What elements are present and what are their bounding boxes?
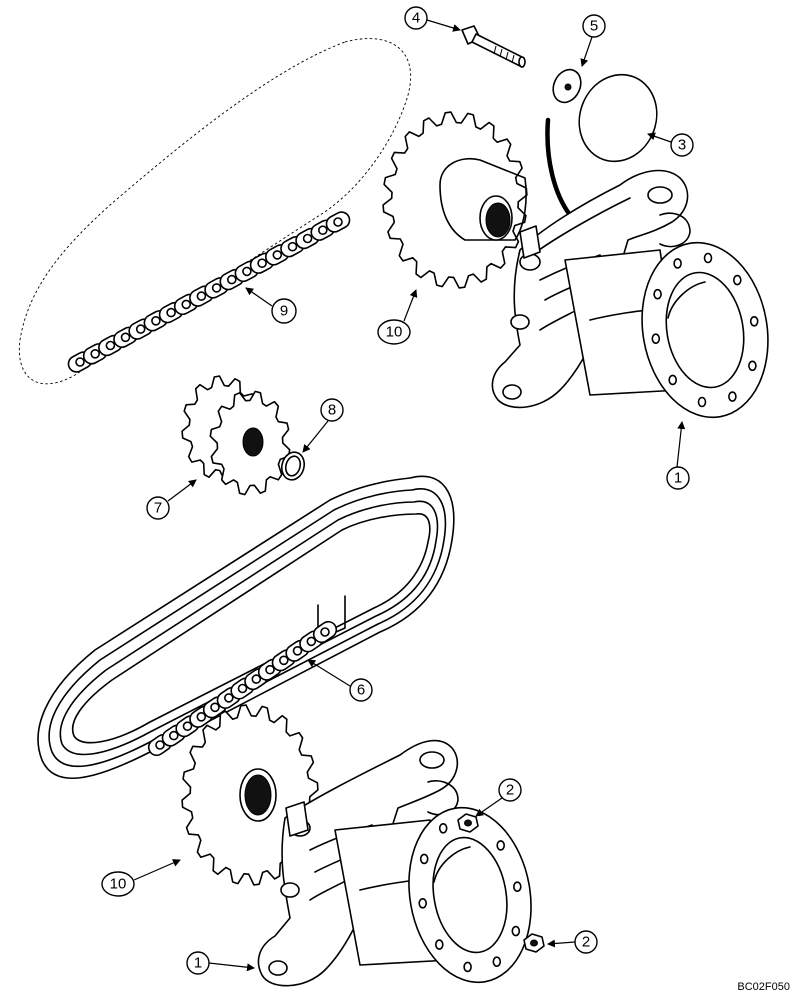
callout-10-upper: 10 bbox=[377, 289, 418, 345]
upper-chain-links bbox=[67, 211, 351, 373]
bolt-hole bbox=[732, 274, 742, 286]
bolt-hole bbox=[512, 881, 522, 893]
callout-label-1-upper: 1 bbox=[674, 470, 682, 487]
bolt-hole bbox=[749, 315, 759, 327]
callout-3: 3 bbox=[647, 132, 694, 157]
o-ring bbox=[545, 73, 658, 218]
bolt-hole bbox=[492, 956, 502, 968]
chain-path-outline bbox=[18, 38, 412, 385]
bolt-hole bbox=[463, 961, 472, 973]
lower-drive-chain bbox=[37, 475, 455, 780]
callout-4: 4 bbox=[404, 6, 461, 32]
chain-link bbox=[312, 620, 338, 644]
callout-label-8: 8 bbox=[328, 402, 336, 419]
callout-2-upper: 2 bbox=[475, 778, 522, 817]
bolt-hole bbox=[419, 853, 429, 865]
callout-5: 5 bbox=[580, 14, 606, 67]
callout-1-lower: 1 bbox=[186, 951, 255, 975]
callout-7: 7 bbox=[146, 479, 197, 520]
callout-1-upper: 1 bbox=[666, 421, 690, 490]
upper-large-sprocket bbox=[382, 111, 528, 289]
upper-hub-housing bbox=[491, 169, 769, 419]
snap-ring bbox=[280, 451, 306, 481]
callout-label-1-lower: 1 bbox=[194, 955, 202, 972]
bolt-hole bbox=[511, 925, 521, 937]
double-sprocket bbox=[181, 375, 291, 496]
callout-6: 6 bbox=[307, 659, 373, 702]
bolt-hole bbox=[438, 822, 448, 834]
bolt-hole bbox=[748, 360, 757, 372]
lower-chain-links bbox=[147, 620, 338, 757]
nut-upper bbox=[457, 813, 479, 833]
bolt-hole bbox=[728, 391, 737, 402]
washer bbox=[552, 68, 582, 104]
callout-label-2-lower: 2 bbox=[582, 934, 590, 951]
callout-2-lower: 2 bbox=[547, 930, 598, 954]
bolt-hole bbox=[697, 396, 707, 408]
callout-label-2-upper: 2 bbox=[506, 782, 514, 799]
bolt-hole bbox=[434, 939, 444, 950]
nut-lower bbox=[523, 933, 545, 953]
callout-10-lower: 10 bbox=[101, 859, 181, 897]
callout-9: 9 bbox=[245, 287, 297, 324]
callout-label-10-lower: 10 bbox=[110, 876, 127, 893]
bolt-hole bbox=[668, 374, 678, 386]
drawing-code: BC02F050 bbox=[737, 981, 790, 993]
bolt bbox=[461, 25, 526, 68]
callout-label-10-upper: 10 bbox=[386, 324, 403, 341]
callout-label-7: 7 bbox=[154, 500, 162, 517]
bolt-hole bbox=[653, 288, 662, 300]
bolt-hole bbox=[673, 258, 682, 269]
bolt-hole bbox=[418, 897, 428, 909]
upper-drive-chain bbox=[18, 38, 412, 385]
bolt-hole bbox=[651, 333, 661, 345]
callout-8: 8 bbox=[302, 398, 344, 453]
callout-label-4: 4 bbox=[412, 10, 420, 27]
bolt-hole bbox=[496, 840, 506, 851]
callout-label-5: 5 bbox=[590, 18, 598, 35]
bolt-hole bbox=[703, 252, 713, 264]
callout-label-9: 9 bbox=[280, 303, 288, 320]
callout-label-3: 3 bbox=[678, 137, 686, 154]
chain-link bbox=[325, 211, 351, 233]
callout-label-6: 6 bbox=[357, 682, 365, 699]
